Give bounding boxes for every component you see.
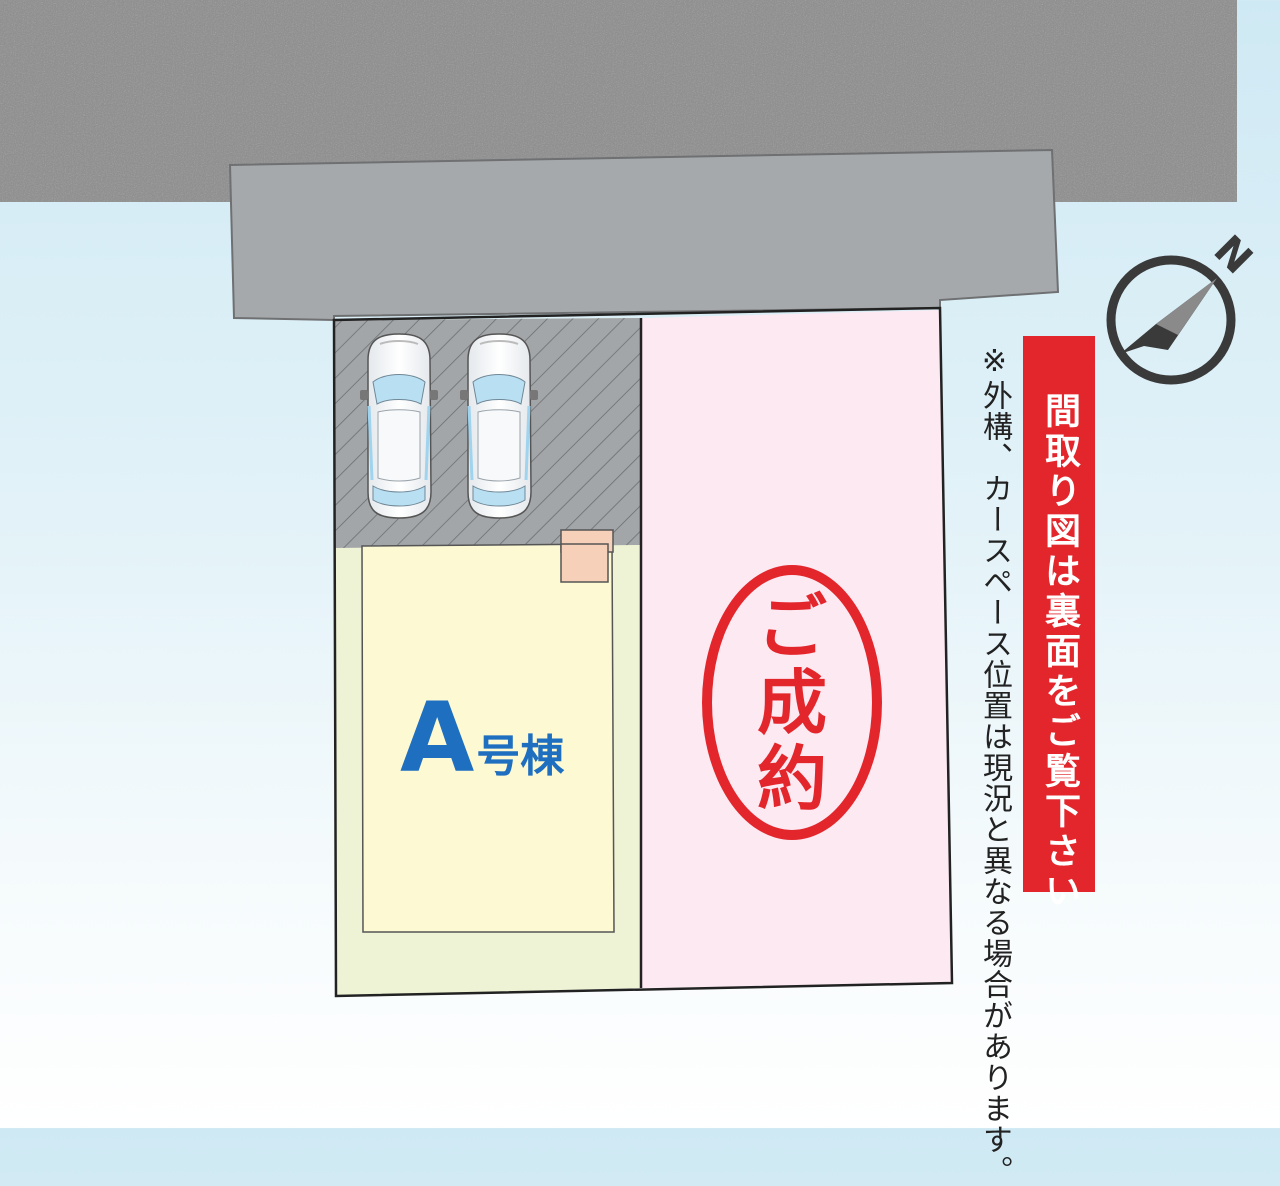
site-plan-map [0, 0, 1237, 998]
lot-a-suffix: 号棟 [476, 731, 565, 782]
disclaimer-text: ※外構、カースペース位置は現況と異なる場合があります。 [977, 344, 1012, 1186]
floorplan-notice: 間取り図は裏面をご覧下さい [1023, 336, 1095, 912]
lot-a-label: A 号棟 [400, 690, 600, 790]
disclaimer: ※外構、カースペース位置は現況と異なる場合があります。 [972, 344, 1016, 1186]
sidewalk [228, 148, 1060, 322]
sold-stamp-char: 約 [757, 737, 827, 820]
sold-stamp-char: ご [757, 585, 827, 668]
lot-a-building [361, 543, 615, 933]
car-icon [360, 333, 438, 519]
sold-stamp-char: 成 [757, 661, 827, 744]
porch [560, 529, 614, 583]
car-icon [458, 332, 540, 520]
compass-icon: N [1098, 227, 1268, 402]
lot-a-letter: A [400, 682, 474, 794]
floorplan-notice-text: 間取り図は裏面をご覧下さい [1039, 392, 1080, 912]
sold-stamp: ご 成 約 [702, 565, 882, 840]
road [0, 0, 1237, 202]
lot-boundaries [332, 306, 954, 998]
